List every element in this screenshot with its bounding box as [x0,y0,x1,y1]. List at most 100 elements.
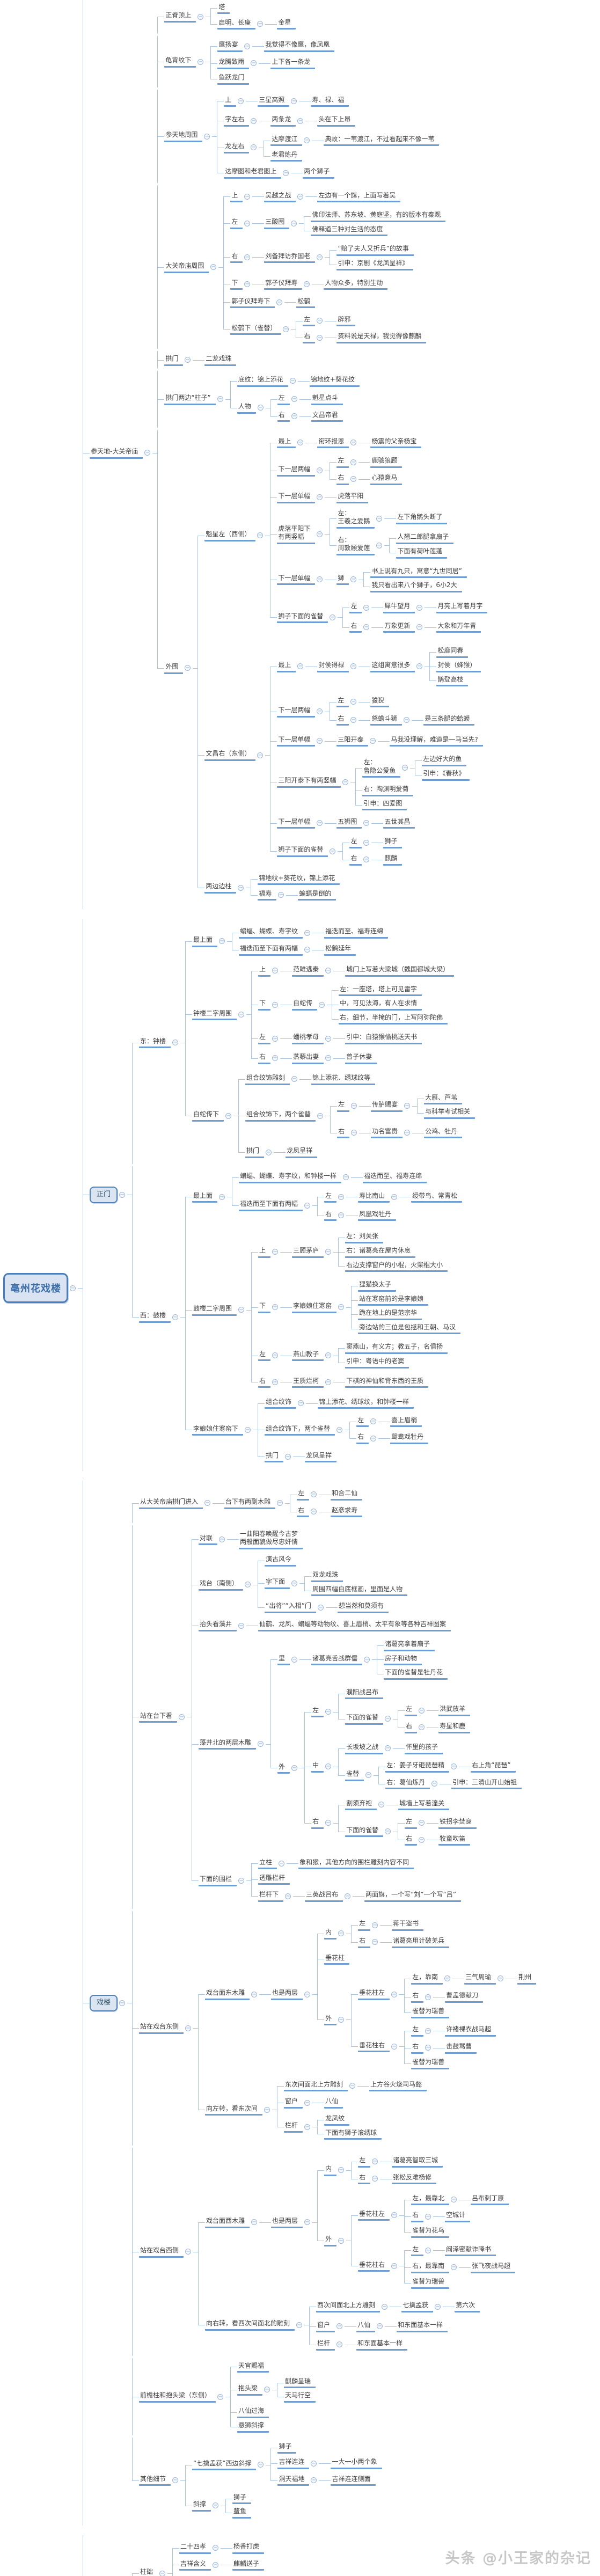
collapse-minus-icon[interactable]: − [119,2000,126,2006]
topic-label[interactable]: 吉祥连连侧面 [331,2475,376,2486]
collapse-minus-icon[interactable]: − [325,1763,332,1770]
collapse-minus-icon[interactable]: − [283,170,289,176]
collapse-minus-icon[interactable]: − [304,1991,311,1997]
topic-label[interactable]: 左 [405,1817,418,1829]
collapse-minus-icon[interactable]: − [291,1765,298,1771]
topic-label[interactable]: 左 [230,217,243,230]
topic-label[interactable]: 演古风今 [265,1555,297,1567]
collapse-minus-icon[interactable]: − [404,1130,411,1136]
collapse-minus-icon[interactable]: − [119,1191,126,1198]
topic-label[interactable]: 下面有荷叶莲蓬 [396,547,448,559]
collapse-minus-icon[interactable]: − [425,2028,431,2034]
collapse-minus-icon[interactable]: − [291,1580,298,1586]
topic-label[interactable]: 是三条腿的蛤蟆 [423,714,475,726]
collapse-minus-icon[interactable]: − [238,1622,245,1629]
topic-label[interactable]: 文昌帝君 [311,411,343,422]
collapse-minus-icon[interactable]: − [304,2219,311,2226]
topic-label[interactable]: 麒麟呈瑞 [284,2377,316,2389]
topic-label[interactable]: 外围 [164,662,184,674]
topic-label[interactable]: 底纹：锦上添花 [237,375,288,387]
collapse-minus-icon[interactable]: − [257,21,264,27]
collapse-minus-icon[interactable]: − [266,1149,272,1155]
topic-label[interactable]: 组合纹饰 [265,1397,297,1409]
topic-label[interactable]: 垂花柱右 [358,2260,390,2272]
topic-label[interactable]: 启明、长庚 [217,18,256,30]
collapse-minus-icon[interactable]: − [372,2176,378,2182]
collapse-minus-icon[interactable]: − [317,531,323,537]
topic-label[interactable]: 右 [336,473,349,485]
topic-label[interactable]: 狮子 [383,837,403,849]
topic-label[interactable]: 诸葛亮拿着扇子 [384,1640,435,1651]
topic-label[interactable]: 五世其昌 [383,817,415,829]
topic-label[interactable]: 双龙戏珠 [311,1570,343,1582]
collapse-minus-icon[interactable]: − [370,738,376,744]
topic-label[interactable]: 也是两层 [271,1988,303,2000]
topic-label[interactable]: 象和猴，其他方向的围栏雕刻内容不同 [298,1858,414,1870]
collapse-minus-icon[interactable]: − [419,1724,425,1731]
collapse-minus-icon[interactable]: − [251,144,257,151]
collapse-minus-icon[interactable]: − [278,892,284,898]
topic-label[interactable]: 和东面基本一样 [356,2339,408,2351]
topic-label[interactable]: 洞天福地 [277,2475,310,2486]
collapse-minus-icon[interactable]: − [385,1828,391,1835]
collapse-minus-icon[interactable]: − [251,60,257,67]
topic-label[interactable]: 中，可见法海，有人在求情 [339,999,422,1011]
collapse-minus-icon[interactable]: − [291,396,297,402]
collapse-minus-icon[interactable]: − [317,494,323,501]
collapse-minus-icon[interactable]: − [210,264,217,270]
collapse-minus-icon[interactable]: − [317,254,323,260]
collapse-minus-icon[interactable]: − [385,1745,391,1752]
collapse-minus-icon[interactable]: − [349,2083,356,2089]
collapse-minus-icon[interactable]: − [311,1509,317,1515]
topic-label[interactable]: 诸葛亮用计破羌兵 [392,1936,450,1948]
collapse-minus-icon[interactable]: − [370,1418,377,1425]
collapse-minus-icon[interactable]: − [317,334,323,341]
topic-label[interactable]: 和合二仙 [331,1489,363,1501]
topic-label[interactable]: 福迭而至下面有两幅 [239,944,303,956]
topic-label[interactable]: 拱门两边“柱子” [164,393,216,405]
collapse-minus-icon[interactable]: − [297,440,304,446]
topic-label[interactable]: 龙左右 [224,142,250,153]
topic-label[interactable]: 抱头梁 [237,2384,263,2396]
collapse-minus-icon[interactable]: − [297,118,304,124]
topic-label[interactable]: 左边有一个旗，上面写着吴 [317,191,401,203]
topic-label[interactable]: 两个狮子 [303,167,335,179]
collapse-minus-icon[interactable]: − [272,1035,279,1042]
topic-label[interactable]: 也是两层 [271,2216,303,2228]
collapse-minus-icon[interactable]: − [377,2323,383,2330]
topic-label[interactable]: 典故：一苇渡江，不过看起来不像一苇 [324,135,440,147]
collapse-minus-icon[interactable]: − [272,1249,279,1255]
topic-label[interactable]: 荆州 [517,1973,537,1985]
topic-label[interactable]: 左 [277,393,290,405]
topic-label[interactable]: 参天地-大关帝庙 [90,447,143,459]
collapse-minus-icon[interactable]: − [363,839,370,846]
topic-label[interactable]: 金星 [277,18,296,30]
collapse-minus-icon[interactable]: − [336,2323,343,2330]
collapse-minus-icon[interactable]: − [419,1820,425,1826]
collapse-minus-icon[interactable]: − [317,820,323,826]
topic-label[interactable]: 鹿骇狼顾 [370,456,403,468]
collapse-minus-icon[interactable]: − [264,2106,270,2113]
topic-label[interactable]: “七擒孟获”西边斜撑 [192,2459,257,2471]
topic-label[interactable]: 下面的围栏 [199,1875,237,1886]
topic-label[interactable]: 八仙 [356,2321,376,2332]
topic-label[interactable]: 下面的雀替 [345,1826,384,1838]
topic-label[interactable]: 左，最靠北 [411,2194,450,2206]
topic-label[interactable]: 参天地周围 [164,130,203,142]
collapse-minus-icon[interactable]: − [272,1379,279,1385]
topic-label[interactable]: 左下角鹅头断了 [396,513,448,525]
collapse-minus-icon[interactable]: − [338,2237,345,2244]
topic-label[interactable]: 藻井北的两层木雕 [199,1738,257,1750]
topic-label[interactable]: 锦上添花、绣球纹等 [311,1073,376,1085]
collapse-minus-icon[interactable]: − [296,2322,303,2328]
topic-label[interactable]: “赔了夫人又折兵”的故事 [336,244,414,256]
topic-label[interactable]: 戏台面西木雕 [205,2216,250,2228]
topic-label[interactable]: 右 [411,2042,424,2054]
collapse-minus-icon[interactable]: − [391,2043,398,2050]
topic-label[interactable]: 右，细节，半掩的门，上写阿弥陀佛 [339,1013,448,1025]
collapse-minus-icon[interactable]: − [225,1113,232,1119]
topic-label[interactable]: 辟邪 [336,315,356,327]
topic-label[interactable]: 大雁、芦苇 [424,1093,463,1105]
collapse-minus-icon[interactable]: − [272,1304,279,1311]
topic-label[interactable]: 左 [258,1033,271,1044]
